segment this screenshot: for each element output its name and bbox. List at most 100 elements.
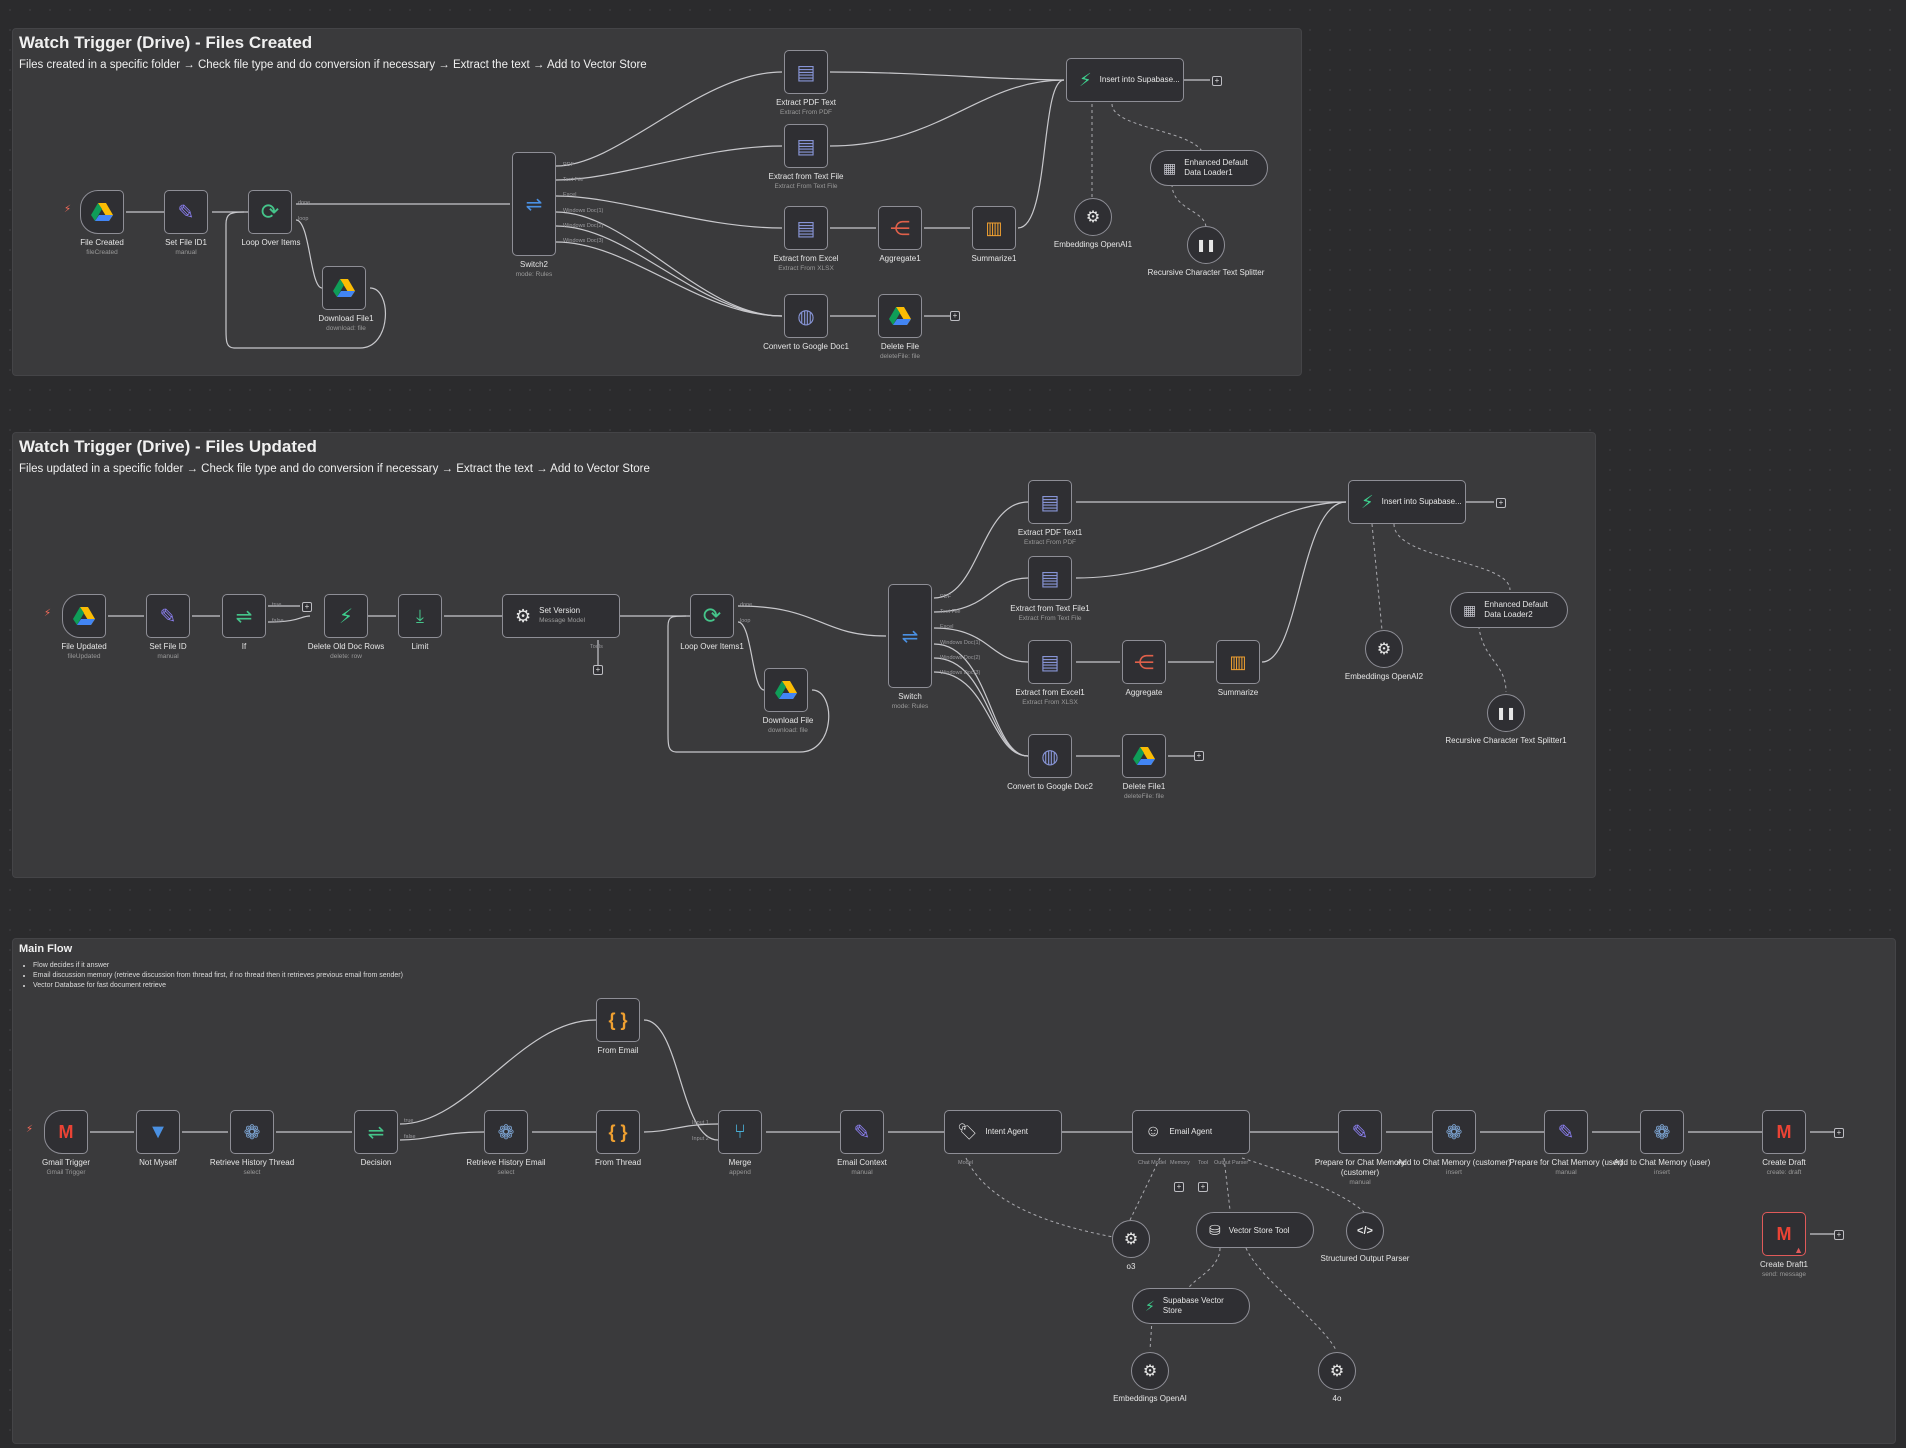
google-drive-icon <box>889 307 911 325</box>
node-limit[interactable]: ⤓ <box>398 594 442 638</box>
node-loop-over-items[interactable]: ⟳ <box>248 190 292 234</box>
node-merge[interactable]: ⑂ <box>718 1110 762 1154</box>
aggregate-icon: ⋲ <box>1134 651 1154 674</box>
node-retrieve-history-thread[interactable]: ❁ <box>230 1110 274 1154</box>
node-from-thread[interactable]: { } <box>596 1110 640 1154</box>
node-o3[interactable]: ⚙ <box>1112 1220 1150 1258</box>
node-insert-into-supabase-2[interactable]: ⚡ Insert into Supabase... <box>1348 480 1466 524</box>
node-set-file-id[interactable]: ✎ <box>146 594 190 638</box>
add-node-button[interactable]: + <box>1174 1182 1184 1192</box>
node-from-email[interactable]: { } <box>596 998 640 1042</box>
summarize-icon: ▥ <box>985 217 1003 238</box>
node-delete-file1[interactable] <box>1122 734 1166 778</box>
node-prepare-chat-memory-customer[interactable]: ✎ <box>1338 1110 1382 1154</box>
node-recursive-character-text-splitter[interactable]: ❚❚ <box>1187 226 1225 264</box>
node-label: Not Myself <box>93 1158 223 1168</box>
add-node-button[interactable]: + <box>1198 1182 1208 1192</box>
add-node-button[interactable]: + <box>302 602 312 612</box>
node-convert-to-google-doc2[interactable]: ◍ <box>1028 734 1072 778</box>
node-delete-old-doc-rows[interactable]: ⚡ <box>324 594 368 638</box>
node-loop-over-items1[interactable]: ⟳ <box>690 594 734 638</box>
node-extract-from-excel1[interactable]: ▤ <box>1028 640 1072 684</box>
node-embeddings-openai[interactable]: ⚙ <box>1131 1352 1169 1390</box>
node-extract-pdf-text[interactable]: ▤ <box>784 50 828 94</box>
node-set-file-id1[interactable]: ✎ <box>164 190 208 234</box>
node-vector-store-tool[interactable]: ⛁ Vector Store Tool <box>1196 1212 1314 1248</box>
node-intent-agent[interactable]: 🏷 Intent Agent <box>944 1110 1062 1154</box>
add-node-button[interactable]: + <box>1212 76 1222 86</box>
node-download-file1[interactable] <box>322 266 366 310</box>
node-convert-to-google-doc1[interactable]: ◍ <box>784 294 828 338</box>
node-label: Aggregate1 <box>835 254 965 264</box>
node-retrieve-history-email[interactable]: ❁ <box>484 1110 528 1154</box>
node-file-updated[interactable] <box>62 594 106 638</box>
node-email-agent[interactable]: ☺ Email Agent <box>1132 1110 1250 1154</box>
node-supabase-vector-store[interactable]: ⚡ Supabase Vector Store <box>1132 1288 1250 1324</box>
add-node-button[interactable]: + <box>1834 1128 1844 1138</box>
node-enhanced-default-data-loader1[interactable]: ▦ Enhanced Default Data Loader1 <box>1150 150 1268 186</box>
node-delete-file[interactable] <box>878 294 922 338</box>
google-drive-icon <box>73 607 95 625</box>
node-add-chat-memory-user[interactable]: ❁ <box>1640 1110 1684 1154</box>
node-label: Loop Over Items <box>206 238 336 248</box>
switch-icon: ⇌ <box>901 625 919 648</box>
port-label-true: true <box>272 602 282 608</box>
node-embeddings-openai2[interactable]: ⚙ <box>1365 630 1403 668</box>
node-title: 4o <box>1332 1394 1342 1403</box>
node-extract-from-text-file1[interactable]: ▤ <box>1028 556 1072 600</box>
node-summarize1[interactable]: ▥ <box>972 206 1016 250</box>
node-aggregate[interactable]: ⋲ <box>1122 640 1166 684</box>
node-enhanced-default-data-loader2[interactable]: ▦ Enhanced Default Data Loader2 <box>1450 592 1568 628</box>
node-switch2[interactable]: ⇌ <box>512 152 556 256</box>
node-not-myself[interactable]: ▼ <box>136 1110 180 1154</box>
add-node-button[interactable]: + <box>593 665 603 675</box>
node-decision[interactable]: ⇌ <box>354 1110 398 1154</box>
node-file-created[interactable] <box>80 190 124 234</box>
node-summarize[interactable]: ▥ <box>1216 640 1260 684</box>
code-brackets-icon: </> <box>1357 1225 1373 1237</box>
node-create-draft[interactable]: M <box>1762 1110 1806 1154</box>
node-add-chat-memory-customer[interactable]: ❁ <box>1432 1110 1476 1154</box>
node-gmail-trigger[interactable]: M <box>44 1110 88 1154</box>
node-email-context[interactable]: ✎ <box>840 1110 884 1154</box>
node-title: Add to Chat Memory (customer) <box>1397 1158 1511 1167</box>
node-title: Extract from Excel <box>773 254 839 263</box>
add-node-button[interactable]: + <box>950 311 960 321</box>
node-4o[interactable]: ⚙ <box>1318 1352 1356 1390</box>
node-title: From Thread <box>594 1158 642 1167</box>
node-if[interactable]: ⇌ <box>222 594 266 638</box>
add-node-button[interactable]: + <box>1194 751 1204 761</box>
node-recursive-character-text-splitter1[interactable]: ❚❚ <box>1487 694 1525 732</box>
node-subtitle: create: draft <box>1766 1169 1802 1176</box>
port-label-output-parser: Output Parser <box>1214 1160 1249 1166</box>
node-label: If <box>179 642 309 652</box>
node-label: o3 <box>1066 1262 1196 1272</box>
node-switch[interactable]: ⇌ <box>888 584 932 688</box>
port-label: Excel <box>940 624 954 630</box>
node-download-file[interactable] <box>764 668 808 712</box>
node-extract-from-text-file[interactable]: ▤ <box>784 124 828 168</box>
node-subtitle: delete: row <box>330 653 362 660</box>
node-insert-into-supabase[interactable]: ⚡ Insert into Supabase... <box>1066 58 1184 102</box>
node-subtitle: Extract From Text File <box>1018 615 1082 622</box>
node-extract-from-excel[interactable]: ▤ <box>784 206 828 250</box>
node-create-draft1[interactable]: M ▲ <box>1762 1212 1806 1256</box>
node-aggregate1[interactable]: ⋲ <box>878 206 922 250</box>
postgres-icon: ❁ <box>1445 1121 1463 1144</box>
port-label-loop: loop <box>298 216 309 222</box>
file-extract-icon: ▤ <box>796 61 816 84</box>
postgres-icon: ❁ <box>243 1121 261 1144</box>
node-title: Aggregate <box>1125 688 1163 697</box>
node-title: Set File ID1 <box>165 238 207 247</box>
node-structured-output-parser[interactable]: </> <box>1346 1212 1384 1250</box>
add-node-button[interactable]: + <box>1496 498 1506 508</box>
node-prepare-chat-memory-user[interactable]: ✎ <box>1544 1110 1588 1154</box>
note-item: Flow decides if it answer <box>33 961 403 971</box>
add-node-button[interactable]: + <box>1834 1230 1844 1240</box>
node-embeddings-openai1[interactable]: ⚙ <box>1074 198 1112 236</box>
node-title: Enhanced Default Data Loader1 <box>1184 158 1248 177</box>
node-extract-pdf-text1[interactable]: ▤ <box>1028 480 1072 524</box>
group-subtitle: Files updated in a specific folder → Che… <box>19 463 650 475</box>
